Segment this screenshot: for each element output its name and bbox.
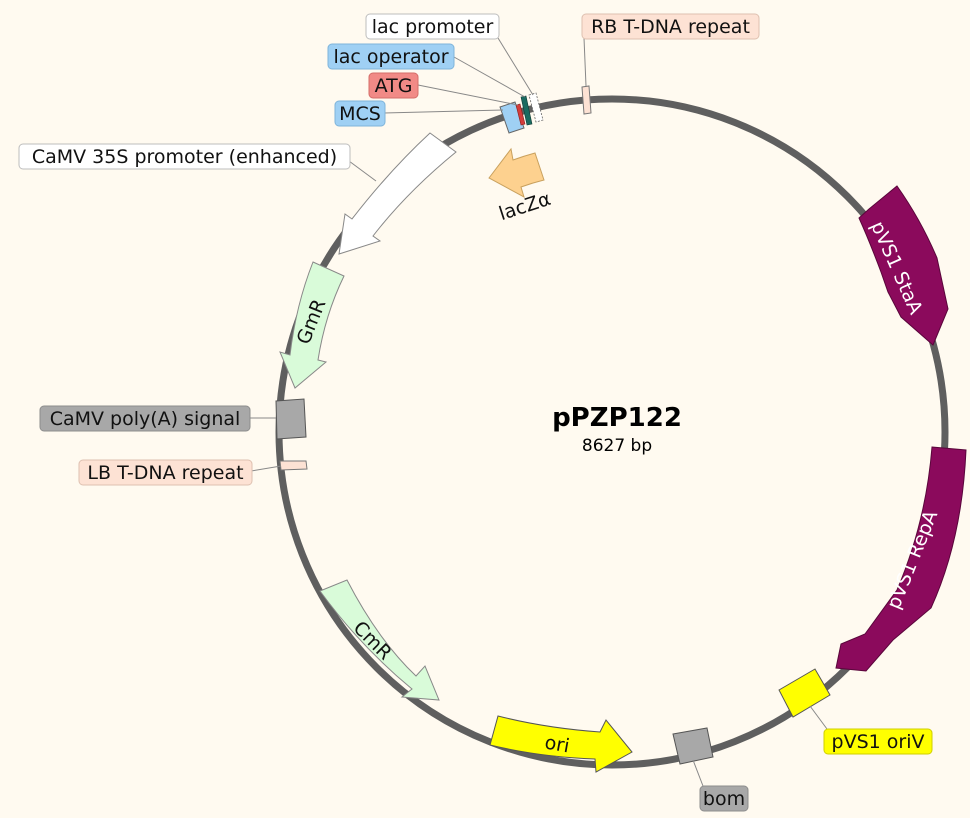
label-text: CaMV poly(A) signal	[50, 408, 241, 430]
lacza-arrow[interactable]	[488, 147, 545, 199]
label-bom[interactable]: bom	[699, 785, 749, 812]
label-box	[365, 13, 500, 40]
pvs1-oriv-box[interactable]	[778, 668, 831, 718]
lac-operator-leader	[453, 56, 526, 98]
label-text: MCS	[339, 103, 381, 125]
label-text: ATG	[375, 75, 413, 97]
label-camv-35s[interactable]: CaMV 35S promoter (enhanced)	[18, 143, 351, 170]
lac-promoter-block[interactable]	[528, 92, 544, 123]
mcs-leader	[383, 109, 504, 114]
lb-tdna-box[interactable]	[279, 460, 308, 471]
gmr-arrow[interactable]	[279, 261, 345, 389]
label-box	[699, 785, 749, 812]
label-box	[39, 405, 251, 432]
label-text: lac promoter	[372, 16, 494, 38]
label-box	[334, 100, 386, 127]
label-pvs1-oriv[interactable]: pVS1 oriV	[823, 728, 933, 755]
label-camv-polya[interactable]: CaMV poly(A) signal	[39, 405, 251, 432]
label-lac-promoter[interactable]: lac promoter	[365, 13, 500, 40]
label-text: CaMV 35S promoter (enhanced)	[32, 146, 337, 168]
label-box	[581, 13, 760, 40]
leader-lines	[250, 37, 828, 787]
label-lac-operator[interactable]: lac operator	[327, 43, 455, 70]
bom-leader	[692, 759, 704, 787]
label-text: bom	[703, 788, 745, 810]
plasmid-name: pPZP122	[552, 403, 682, 433]
lb-tdna-leader	[250, 465, 282, 472]
label-text: LB T-DNA repeat	[87, 462, 243, 484]
label-text: RB T-DNA repeat	[591, 16, 750, 38]
lac-promoter-leader	[497, 37, 534, 96]
pvs1-repa-arrow[interactable]	[835, 446, 967, 672]
camv-35s-leader	[348, 160, 377, 182]
label-lb-tdna[interactable]: LB T-DNA repeat	[78, 459, 253, 486]
pvs1-staa-arrow[interactable]	[858, 185, 949, 346]
label-box	[368, 72, 419, 99]
rb-tdna-box[interactable]	[581, 85, 592, 115]
label-box	[18, 143, 351, 170]
plasmid-size: 8627 bp	[582, 436, 652, 456]
cmr-arrow[interactable]	[319, 579, 440, 701]
atg-mark[interactable]	[515, 103, 526, 126]
label-text: lac operator	[333, 46, 448, 68]
label-mcs[interactable]: MCS	[334, 100, 386, 127]
bom-box[interactable]	[672, 727, 714, 765]
label-atg[interactable]: ATG	[368, 72, 419, 99]
label-box	[823, 728, 933, 755]
pvs1-oriv-leader	[809, 705, 828, 730]
camv-polya-box[interactable]	[275, 398, 307, 440]
label-box	[78, 459, 253, 486]
label-rb-tdna[interactable]: RB T-DNA repeat	[581, 13, 760, 40]
camv-35s-arrow[interactable]	[338, 132, 457, 255]
label-box	[327, 43, 455, 70]
ori-label: ori	[543, 732, 571, 758]
rb-tdna-leader	[583, 37, 587, 87]
ori-arrow[interactable]	[489, 715, 633, 773]
atg-leader	[417, 84, 519, 106]
label-text: pVS1 oriV	[832, 731, 925, 753]
